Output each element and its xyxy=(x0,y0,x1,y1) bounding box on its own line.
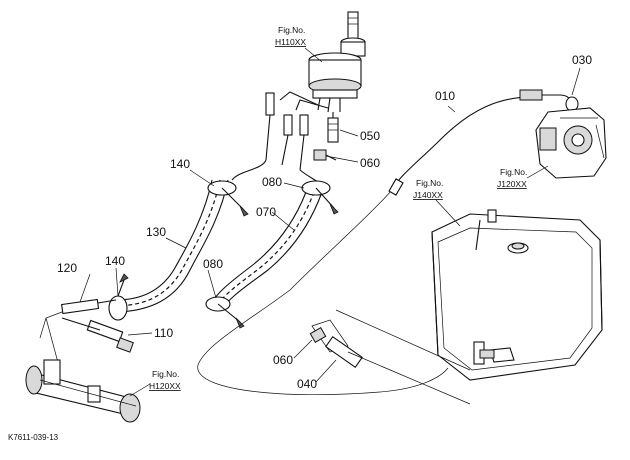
steering-fittings xyxy=(231,91,339,183)
part-label-110: 110 xyxy=(154,326,173,340)
hose-clamps xyxy=(108,180,339,329)
steering-unit xyxy=(308,11,366,113)
figure-ref-h110-line2: H110XX xyxy=(275,37,306,47)
figure-ref-h110[interactable]: Fig.No. H110XX xyxy=(275,25,323,63)
figure-ref-h120-line2: H120XX xyxy=(149,381,181,391)
leader-lines xyxy=(79,67,581,383)
part-label-060-lower: 060 xyxy=(273,353,293,367)
hydraulic-tank xyxy=(431,209,603,381)
part-label-040: 040 xyxy=(297,377,317,391)
figure-ref-h110-line1: Fig.No. xyxy=(278,25,305,35)
part-label-080-upper: 080 xyxy=(262,175,282,189)
part-number-labels: 010 030 050 060 080 140 070 130 120 140 … xyxy=(57,53,592,391)
part-label-030: 030 xyxy=(572,53,592,67)
part-label-060-upper: 060 xyxy=(360,156,380,170)
hose-070 xyxy=(209,191,323,311)
drawing-id: K7611-039-13 xyxy=(8,433,59,442)
part-label-050: 050 xyxy=(360,129,380,143)
figure-ref-h120-line1: Fig.No. xyxy=(152,369,179,379)
suction-fittings xyxy=(309,309,471,405)
hose-130 xyxy=(115,179,229,313)
figure-ref-j120-line2: J120XX xyxy=(497,179,527,189)
figure-ref-j140-line2: J140XX xyxy=(413,190,443,200)
pump-assembly xyxy=(519,89,607,179)
part-label-140-upper: 140 xyxy=(170,157,190,171)
figure-ref-j120-line1: Fig.No. xyxy=(500,167,527,177)
figure-ref-j140[interactable]: Fig.No. J140XX xyxy=(413,178,461,227)
part-label-010: 010 xyxy=(435,89,455,103)
part-label-130: 130 xyxy=(146,225,166,239)
figure-ref-j140-line1: Fig.No. xyxy=(416,178,443,188)
part-label-120: 120 xyxy=(57,261,77,275)
return-line-010 xyxy=(197,96,541,396)
part-label-070: 070 xyxy=(256,205,276,219)
figure-ref-j120[interactable]: Fig.No. J120XX xyxy=(497,165,549,189)
part-label-140-lower: 140 xyxy=(105,254,125,268)
figure-ref-h120[interactable]: Fig.No. H120XX xyxy=(129,369,181,397)
steering-cylinder-parts xyxy=(25,298,141,423)
part-label-080-lower: 080 xyxy=(203,257,223,271)
